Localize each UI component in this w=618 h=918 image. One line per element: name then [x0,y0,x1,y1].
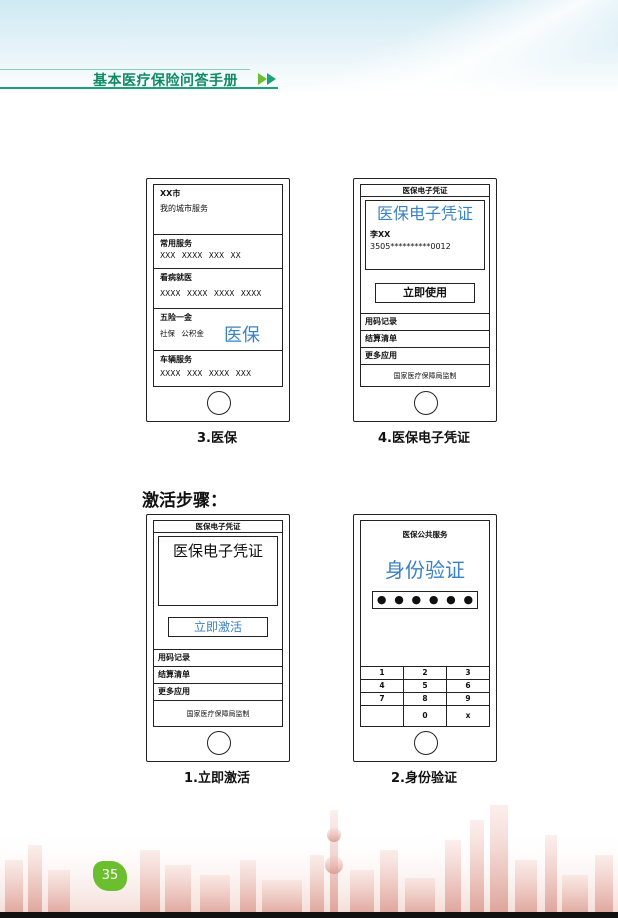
menu-item-settlement[interactable]: 结算清单 [361,331,489,348]
certificate-title: 医保电子凭证 [172,542,263,560]
key-4[interactable]: 4 [361,680,404,692]
city-section: XX市 我的城市服务 [154,185,282,235]
vehicle-label: 车辆服务 [160,355,192,364]
phone-mockup-identity-verification: 医保公共服务 身份验证 ● ● ● ● ● ● 1 2 3 4 5 6 7 8 [353,514,497,762]
header-rule-thin [0,69,250,70]
key-delete[interactable]: x [465,711,471,720]
key-3[interactable]: 3 [465,668,471,677]
insurance-section: 五险一金 社保 公积金 医保 [154,309,282,351]
certificate-card: 医保电子凭证 [158,536,278,606]
caption-step-2: 2.身份验证 [391,771,457,786]
vehicle-section: 车辆服务 XXXX XXX XXXX XXX [154,351,282,386]
use-now-button[interactable]: 立即使用 [375,283,475,303]
screen-title: 医保公共服务 [402,530,448,539]
key-0[interactable]: 0 [404,706,447,726]
phone-mockup-medical-insurance: XX市 我的城市服务 常用服务 XXX XXXX XXX XX 看病就医 XXX… [146,178,290,422]
caption-step-4: 4.医保电子凭证 [378,431,470,446]
pin-dot: ● [376,593,387,606]
key-7[interactable]: 7 [361,693,404,705]
page-number-badge: 35 [93,861,127,891]
home-button [414,731,438,755]
caption-step-1: 1.立即激活 [184,771,250,786]
phone-screen: XX市 我的城市服务 常用服务 XXX XXXX XXX XX 看病就医 XXX… [153,184,283,387]
insurance-row: 社保 公积金 [160,329,204,338]
common-services-section: 常用服务 XXX XXXX XXX XX [154,235,282,269]
footer-note: 国家医疗保障局监制 [393,371,457,380]
holder-name: 李XX [370,230,391,239]
header-rule [0,87,278,89]
phone-screen: 医保公共服务 身份验证 ● ● ● ● ● ● 1 2 3 4 5 6 7 8 [360,520,490,727]
key-blank [361,706,404,726]
footer-note: 国家医疗保障局监制 [186,709,250,718]
key-9[interactable]: 9 [465,694,471,703]
phone-screen: 医保电子凭证 医保电子凭证 李XX 3505**********0012 立即使… [360,184,490,387]
menu-list: 用码记录 结算清单 更多应用 [361,313,489,365]
screen-title: 医保电子凭证 [154,521,282,533]
menu-item-more-apps[interactable]: 更多应用 [154,684,282,701]
key-6[interactable]: 6 [465,681,471,690]
menu-item-more-apps[interactable]: 更多应用 [361,348,489,365]
header-background [0,0,618,129]
pin-dot: ● [411,593,422,606]
verification-title: 身份验证 [385,558,465,582]
menu-list: 用码记录 结算清单 更多应用 [154,649,282,701]
caption-step-3: 3.医保 [197,431,237,446]
common-services-label: 常用服务 [160,239,192,248]
holder-id: 3505**********0012 [370,242,451,251]
phone-mockup-activate: 医保电子凭证 医保电子凭证 立即激活 用码记录 结算清单 更多应用 国家医疗保障… [146,514,290,762]
pin-input[interactable]: ● ● ● ● ● ● [372,591,478,609]
pin-dot: ● [463,593,474,606]
activate-now-button[interactable]: 立即激活 [168,617,268,637]
medical-row: XXXX XXXX XXXX XXXX [160,289,262,298]
header-title: 基本医疗保险问答手册 [93,73,238,89]
city-service-label: 我的城市服务 [160,204,208,213]
vehicle-row: XXXX XXX XXXX XXX [160,369,252,378]
certificate-card: 医保电子凭证 李XX 3505**********0012 [365,200,485,270]
certificate-title: 医保电子凭证 [376,204,473,223]
menu-item-settlement[interactable]: 结算清单 [154,667,282,684]
insurance-highlight[interactable]: 医保 [224,325,260,346]
home-button [414,391,438,415]
activation-steps-heading: 激活步骤： [142,491,227,511]
phone-screen: 医保电子凭证 医保电子凭证 立即激活 用码记录 结算清单 更多应用 国家医疗保障… [153,520,283,727]
pin-dot: ● [428,593,439,606]
screen-title: 医保电子凭证 [361,185,489,197]
bottom-bar [0,912,618,918]
city-name: XX市 [160,189,181,198]
home-button [207,731,231,755]
key-2[interactable]: 2 [404,667,447,679]
home-button [207,391,231,415]
medical-label: 看病就医 [160,273,192,282]
phone-mockup-e-certificate: 医保电子凭证 医保电子凭证 李XX 3505**********0012 立即使… [353,178,497,422]
pin-dot: ● [394,593,404,606]
medical-section: 看病就医 XXXX XXXX XXXX XXXX [154,269,282,309]
key-5[interactable]: 5 [404,680,447,692]
menu-item-usage-record[interactable]: 用码记录 [154,650,282,667]
key-8[interactable]: 8 [404,693,447,705]
menu-item-usage-record[interactable]: 用码记录 [361,314,489,331]
double-arrow-icon [258,73,276,85]
pin-dot: ● [446,593,456,606]
common-services-row: XXX XXXX XXX XX [160,251,241,260]
key-1[interactable]: 1 [361,667,404,679]
city-skyline-illustration [0,805,618,918]
numeric-keypad: 1 2 3 4 5 6 7 8 9 0 x [361,666,489,726]
insurance-label: 五险一金 [160,313,192,322]
